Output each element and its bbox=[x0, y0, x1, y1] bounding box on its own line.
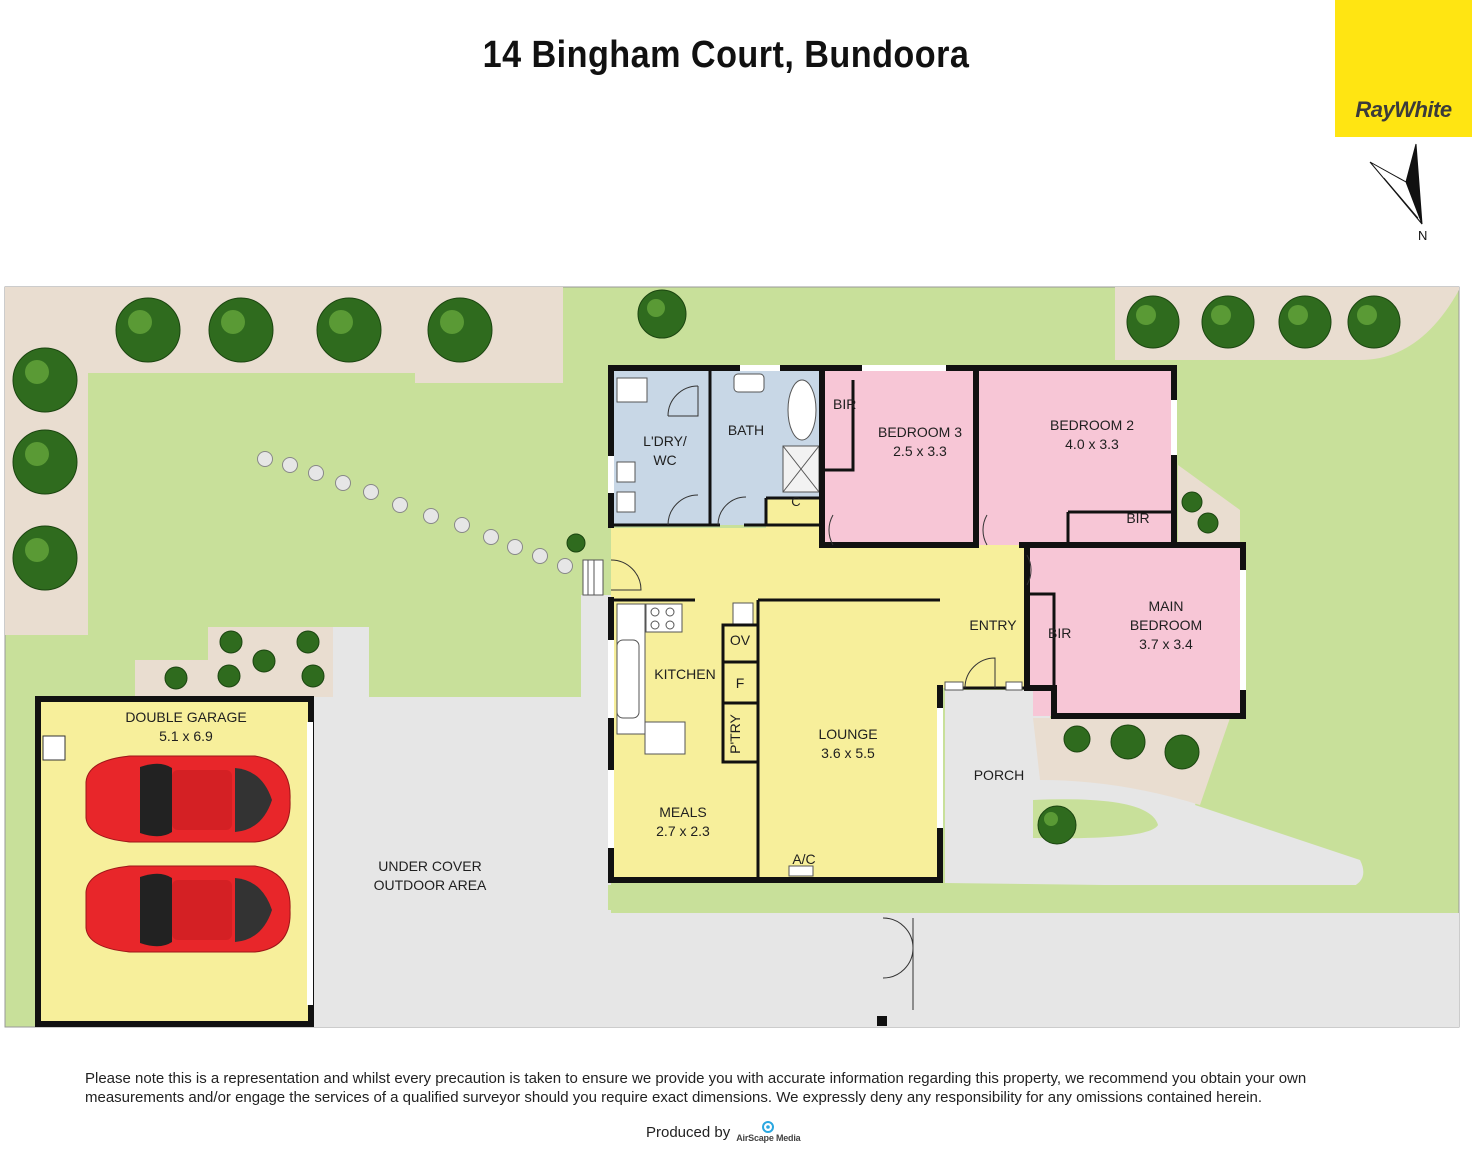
main-bedroom-size: 3.7 x 3.4 bbox=[1139, 636, 1193, 652]
laundry-label-2: WC bbox=[653, 452, 676, 468]
porch bbox=[945, 690, 1033, 838]
side-garden-bed bbox=[1178, 465, 1240, 545]
airscape-logo-icon bbox=[762, 1121, 775, 1133]
brand-logo: RayWhite bbox=[1335, 0, 1472, 137]
side-path bbox=[333, 627, 369, 697]
bedroom2-label: BEDROOM 2 bbox=[1050, 417, 1134, 433]
bir-bed2-label: BIR bbox=[1126, 510, 1149, 526]
windows bbox=[608, 365, 1246, 848]
entry-hall bbox=[611, 528, 1027, 688]
trees bbox=[12, 289, 1401, 845]
fridge-label: F bbox=[736, 675, 745, 691]
bedroom3-size: 2.5 x 3.3 bbox=[893, 443, 947, 459]
stepping-stones bbox=[257, 451, 573, 574]
main-bedroom-label-2: BEDROOM bbox=[1130, 617, 1202, 633]
main-bedroom-label-1: MAIN bbox=[1149, 598, 1184, 614]
bedroom3-label: BEDROOM 3 bbox=[878, 424, 962, 440]
compass-label: N bbox=[1418, 228, 1428, 243]
produced-by-label: Produced by bbox=[646, 1123, 731, 1141]
brand-name: RayWhite bbox=[1355, 97, 1452, 122]
kitchen-label: KITCHEN bbox=[654, 666, 715, 682]
bir-bed3-label: BIR bbox=[833, 396, 856, 412]
fixtures bbox=[616, 373, 820, 877]
lounge-label: LOUNGE bbox=[818, 726, 877, 742]
nature-strip bbox=[608, 885, 1365, 910]
entry-label: ENTRY bbox=[969, 617, 1017, 633]
produced-by: Produced by AirScape Media bbox=[646, 1121, 801, 1143]
garage-size: 5.1 x 6.9 bbox=[159, 728, 213, 744]
double-garage bbox=[35, 696, 314, 1027]
bedroom-3 bbox=[822, 370, 976, 545]
bedroom2-size: 4.0 x 3.3 bbox=[1065, 436, 1119, 452]
lounge bbox=[758, 600, 940, 880]
producer-logo: AirScape Media bbox=[736, 1121, 801, 1143]
car-icon bbox=[85, 865, 291, 953]
meals-label: MEALS bbox=[659, 804, 706, 820]
driveway bbox=[581, 913, 1459, 1027]
garage-hws bbox=[42, 735, 66, 761]
under-cover-label-1: UNDER COVER bbox=[378, 858, 481, 874]
compass: N bbox=[1366, 142, 1436, 246]
under-cover-area bbox=[313, 697, 581, 1027]
paving-path-left bbox=[5, 287, 563, 635]
producer-name: AirScape Media bbox=[736, 1133, 801, 1143]
laundry-label-1: L'DRY/ bbox=[643, 433, 687, 449]
linen-cupboard bbox=[766, 498, 822, 528]
lounge-size: 3.6 x 5.5 bbox=[821, 745, 875, 761]
car-icon bbox=[85, 755, 291, 843]
under-cover-label-2: OUTDOOR AREA bbox=[374, 877, 487, 893]
porch-label: PORCH bbox=[974, 767, 1025, 783]
linen-label: C bbox=[791, 494, 800, 509]
main-bedroom bbox=[1027, 542, 1243, 716]
doors bbox=[610, 385, 1032, 1010]
floor-plan: DOUBLE GARAGE 5.1 x 6.9 UNDER COVER OUTD… bbox=[4, 286, 1460, 1028]
bir-main-label: BIR bbox=[1048, 625, 1071, 641]
aircon-label: A/C bbox=[792, 851, 815, 867]
page-title: 14 Bingham Court, Bundoora bbox=[482, 34, 970, 76]
bath-label: BATH bbox=[728, 422, 764, 438]
disclaimer: Please note this is a representation and… bbox=[85, 1070, 1307, 1106]
bedroom-2 bbox=[976, 370, 1174, 545]
pantry-label: P'TRY bbox=[727, 713, 743, 753]
north-arrow-icon bbox=[1369, 143, 1423, 225]
meals-size: 2.7 x 2.3 bbox=[656, 823, 710, 839]
garage-name: DOUBLE GARAGE bbox=[125, 709, 246, 725]
oven-label: OV bbox=[730, 632, 751, 648]
